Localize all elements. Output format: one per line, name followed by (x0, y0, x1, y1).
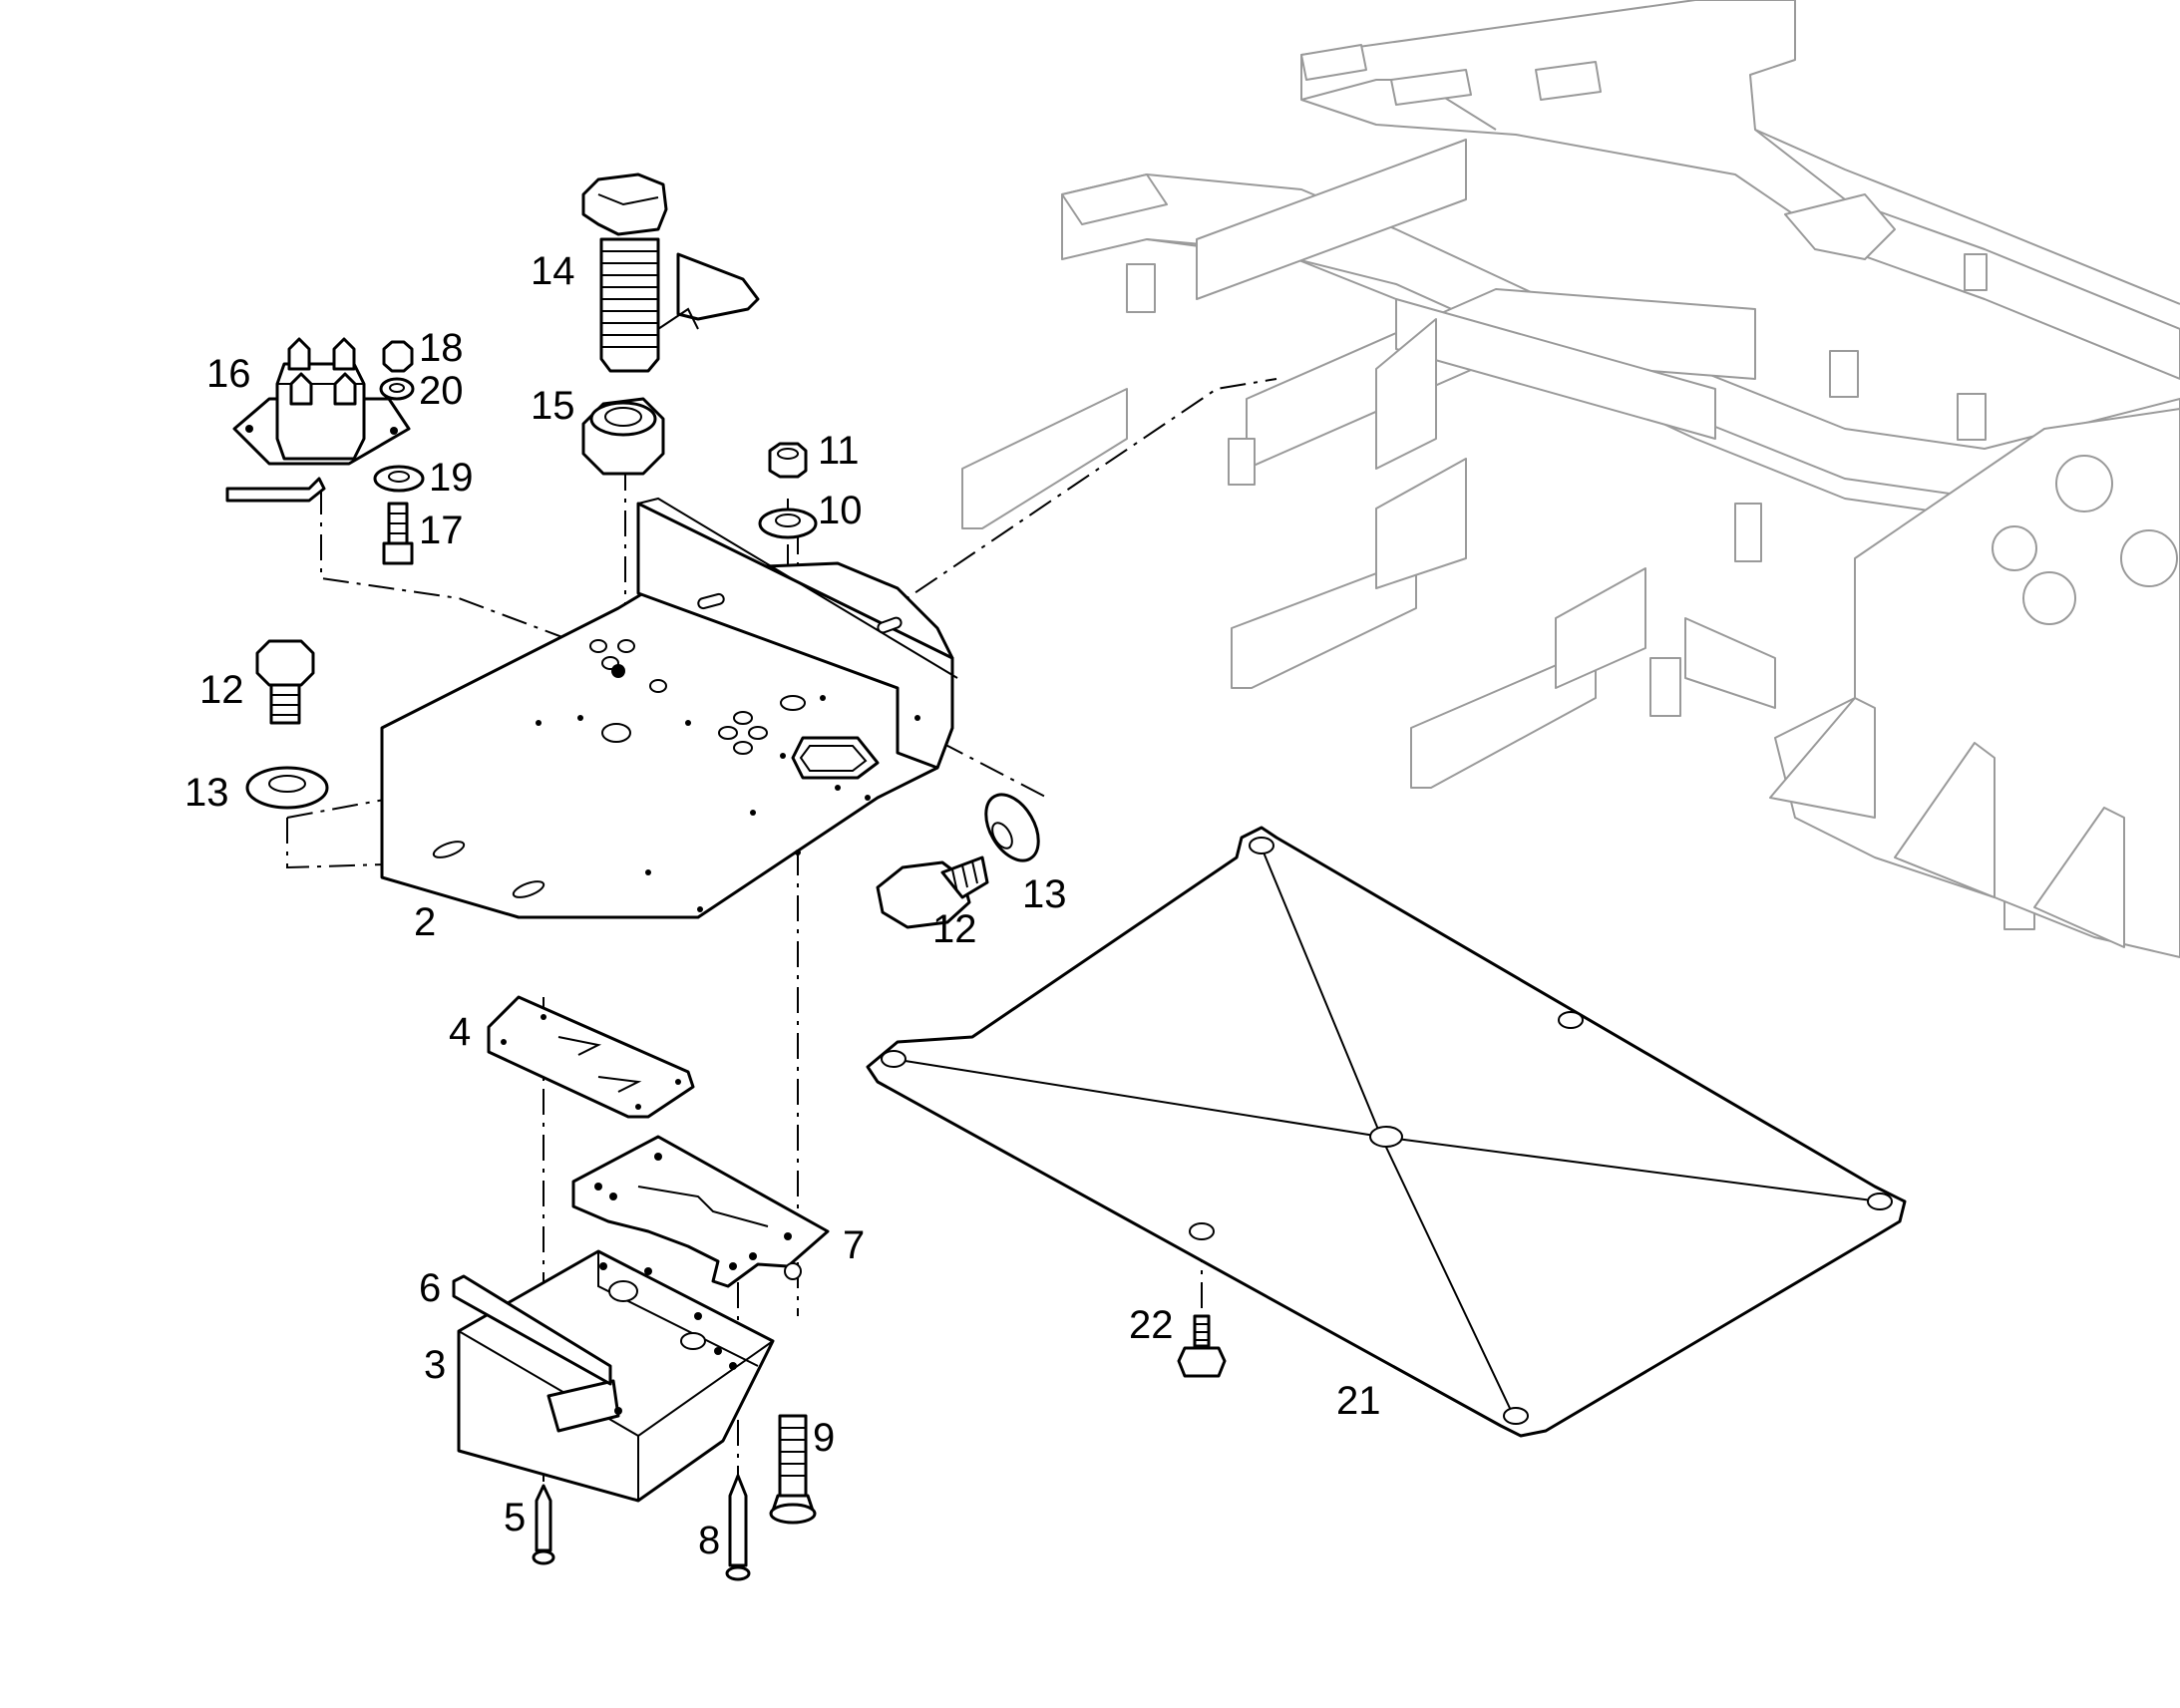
callout-22: 22 (1129, 1303, 1174, 1347)
callout-2: 2 (414, 900, 436, 944)
cover-plate[interactable] (866, 826, 1907, 1438)
machine-frame (961, 0, 2180, 958)
callout-9: 9 (813, 1416, 835, 1460)
callout-3: 3 (424, 1343, 446, 1387)
washer-10[interactable] (758, 508, 818, 539)
callout-21: 21 (1336, 1379, 1381, 1423)
callout-17: 17 (419, 509, 464, 552)
bolt-14[interactable] (581, 172, 760, 373)
callout-19: 19 (429, 456, 474, 500)
bolt-22[interactable] (1177, 1314, 1227, 1378)
callout-12-left: 12 (199, 668, 244, 712)
bracket-plate[interactable] (571, 1135, 830, 1288)
callout-6: 6 (419, 1266, 441, 1310)
callout-12-right: 12 (932, 907, 977, 951)
pin-8[interactable] (725, 1474, 751, 1581)
callout-11: 11 (818, 429, 860, 473)
callout-16: 16 (206, 352, 251, 396)
callout-13-left: 13 (184, 771, 229, 815)
nut-15[interactable] (581, 397, 665, 476)
callout-4: 4 (449, 1010, 471, 1054)
callout-5: 5 (504, 1496, 526, 1539)
washer-20[interactable] (379, 377, 415, 401)
callout-10: 10 (818, 489, 863, 532)
bolt-9[interactable] (769, 1414, 817, 1525)
callout-7: 7 (843, 1223, 865, 1267)
bolt-12-left[interactable] (255, 639, 315, 725)
nut-18[interactable] (382, 340, 414, 373)
callout-20: 20 (419, 369, 464, 413)
callout-8: 8 (698, 1519, 720, 1562)
callout-15: 15 (531, 384, 575, 428)
mounting-plate[interactable] (380, 497, 958, 919)
screw-17[interactable] (382, 502, 414, 565)
callout-18: 18 (419, 326, 464, 370)
washer-19[interactable] (373, 465, 425, 493)
bolt-12-right[interactable] (876, 855, 989, 929)
relay-16[interactable] (225, 337, 411, 503)
battery-box[interactable] (457, 1249, 775, 1503)
washer-13-left[interactable] (245, 766, 329, 810)
rubber-strip[interactable] (452, 1274, 612, 1386)
callout-labels: 2 3 4 5 6 7 8 9 10 11 12 12 13 13 14 15 … (184, 249, 1381, 1562)
nut-11[interactable] (768, 442, 808, 479)
callout-13-right: 13 (1022, 872, 1067, 916)
pin-5[interactable] (532, 1484, 555, 1565)
callout-14: 14 (531, 249, 575, 293)
plate-pad[interactable] (487, 995, 695, 1119)
washer-13-right[interactable] (975, 786, 1049, 869)
